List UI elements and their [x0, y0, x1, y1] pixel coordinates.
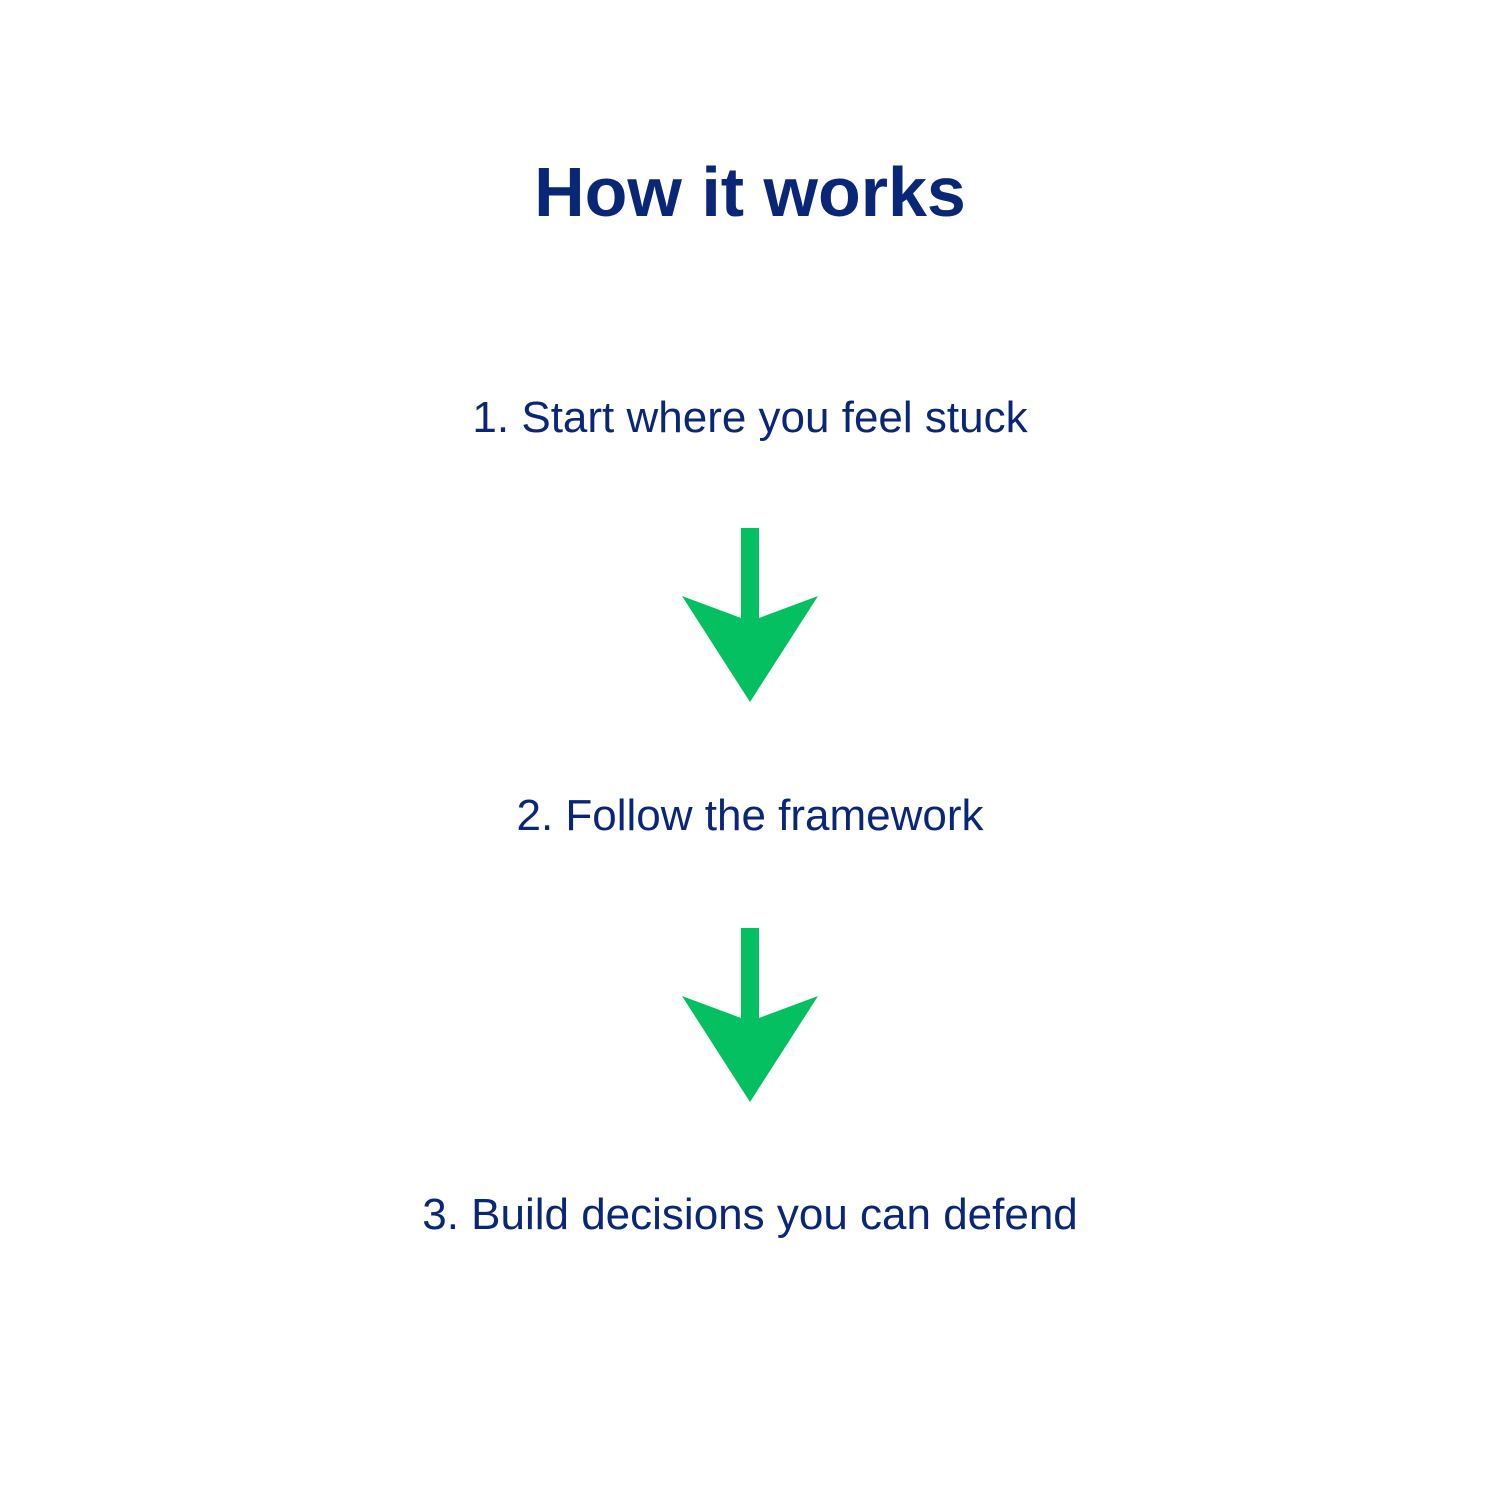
arrow-down-icon — [682, 528, 818, 702]
step-3-label: 3. Build decisions you can defend — [422, 1190, 1078, 1239]
arrow-down-icon — [682, 928, 818, 1102]
page-title: How it works — [534, 153, 966, 231]
arrow-2-shape — [682, 928, 818, 1102]
step-1-label: 1. Start where you feel stuck — [472, 393, 1028, 442]
arrow-1-shape — [682, 528, 818, 702]
step-2-label: 2. Follow the framework — [516, 791, 984, 840]
